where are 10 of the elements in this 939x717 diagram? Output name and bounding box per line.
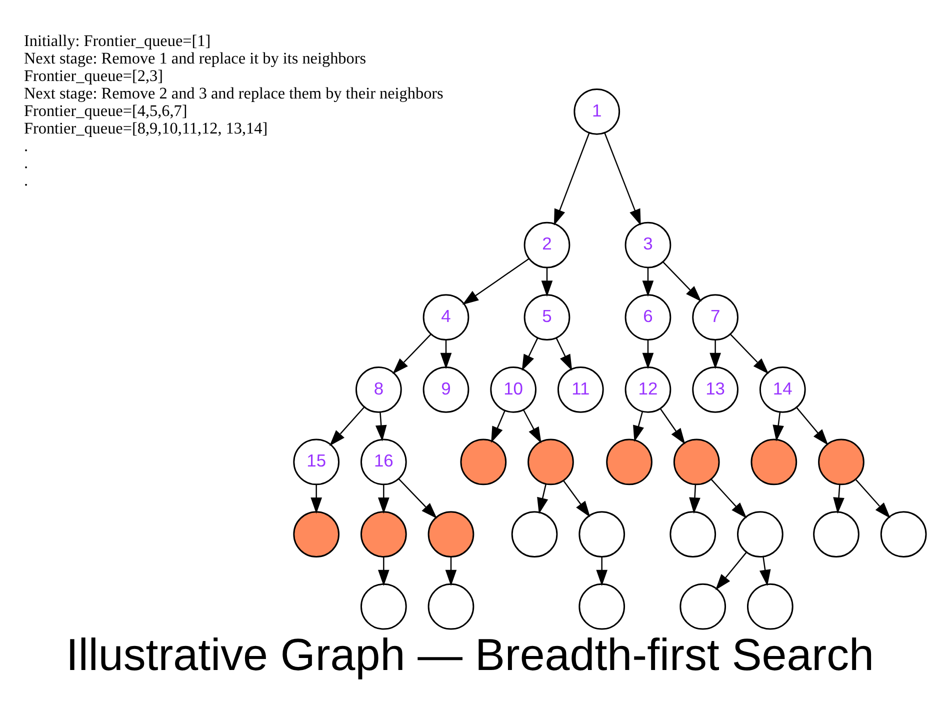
label: Frontier_queue=[2,3] [23, 66, 163, 85]
label: Next stage: Remove 2 and 3 and replace them by their neighbors [23, 84, 443, 102]
label: . [23, 154, 28, 172]
label: Next stage: Remove 1 and replace it by its neighbors [23, 50, 366, 68]
label: . [23, 172, 28, 190]
label: Frontier_queue=[4,5,6,7] [23, 102, 187, 120]
label: Initially: Frontier_queue=[1] [23, 32, 210, 50]
diagram-title: Illustrative Graph — Breadth-first Search [65, 628, 874, 680]
label: Frontier_queue=[8,9,10,11,12, 13,14] [23, 119, 268, 138]
label: . [23, 136, 28, 155]
